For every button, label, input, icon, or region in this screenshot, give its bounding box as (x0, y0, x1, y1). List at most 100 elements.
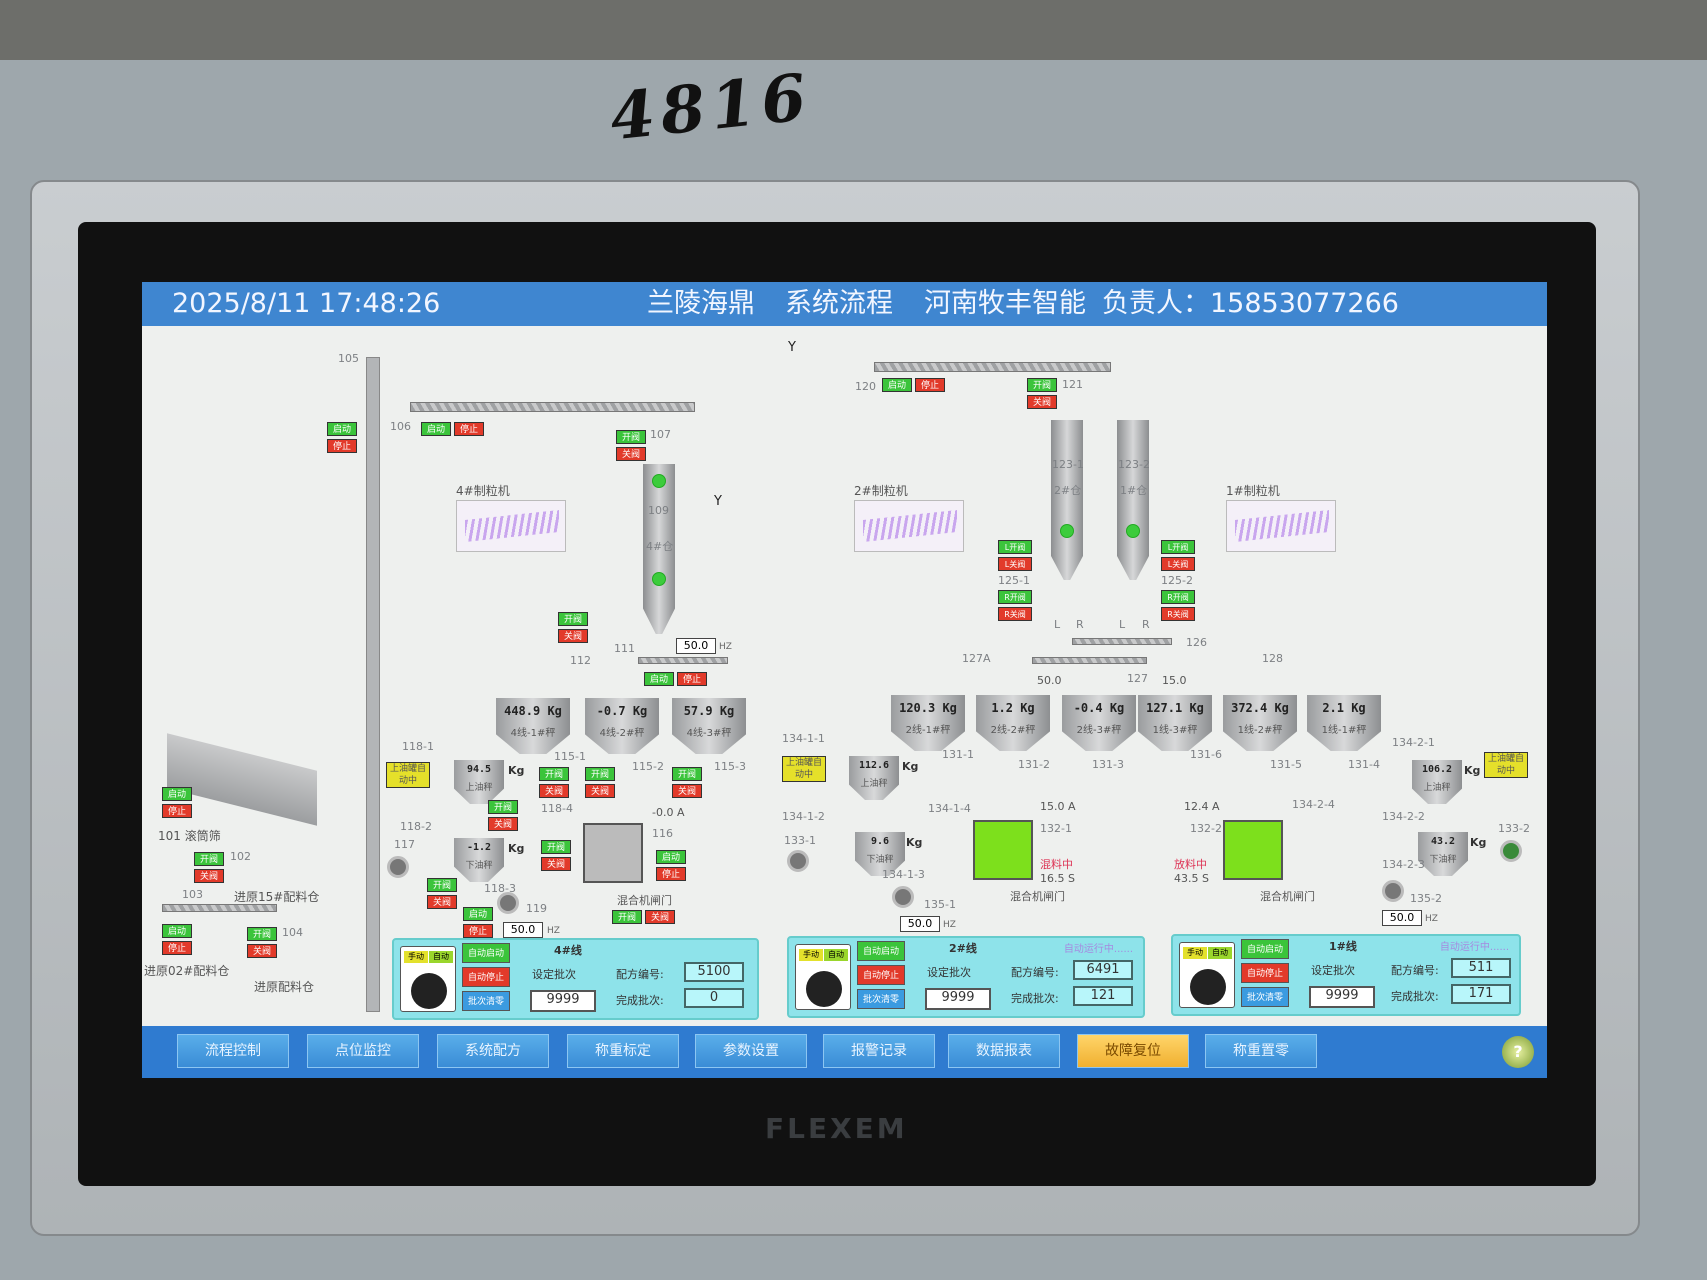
r-close-button-125-2[interactable]: R关阀 (1161, 607, 1195, 621)
stop-button-101[interactable]: 停止 (162, 804, 192, 818)
screw-conveyor-126[interactable] (1072, 638, 1172, 645)
hz-readout-119[interactable]: 50.0 (503, 922, 543, 938)
close-button-112[interactable]: 关阀 (558, 629, 588, 643)
l-close-button-125-1[interactable]: L关阀 (998, 557, 1032, 571)
pump-117[interactable] (387, 856, 409, 878)
nav-recipe[interactable]: 系统配方 (437, 1034, 549, 1068)
recipe-value-4[interactable]: 5100 (684, 962, 744, 982)
mode-switch-4[interactable]: 手动自动 (400, 946, 456, 1012)
open-button-107[interactable]: 开阀 (616, 430, 646, 444)
clear-batch-button-4[interactable]: 批次清零 (462, 991, 510, 1011)
start-button-103[interactable]: 启动 (162, 924, 192, 938)
close-button-115-1[interactable]: 关阀 (539, 784, 569, 798)
r-close-button-125-1[interactable]: R关阀 (998, 607, 1032, 621)
open-button-118-3[interactable]: 开阀 (427, 878, 457, 892)
close-button-118-4[interactable]: 关阀 (541, 857, 571, 871)
nav-fault-reset[interactable]: 故障复位 (1077, 1034, 1189, 1068)
pump-135-2[interactable] (1382, 880, 1404, 902)
auto-start-button-4[interactable]: 自动启动 (462, 943, 510, 963)
r-open-button-125-2[interactable]: R开阀 (1161, 590, 1195, 604)
close-button-121[interactable]: 关阀 (1027, 395, 1057, 409)
hz-readout-135-1[interactable]: 50.0 (900, 916, 940, 932)
start-button-105[interactable]: 启动 (327, 422, 357, 436)
l-close-button-125-2[interactable]: L关阀 (1161, 557, 1195, 571)
nav-weight-zero[interactable]: 称重置零 (1205, 1034, 1317, 1068)
mode-switch-1[interactable]: 手动自动 (1179, 942, 1235, 1008)
l-open-button-125-1[interactable]: L开阀 (998, 540, 1032, 554)
hz-readout-135-2[interactable]: 50.0 (1382, 910, 1422, 926)
stop-button-116[interactable]: 停止 (656, 867, 686, 881)
start-button-119[interactable]: 启动 (463, 907, 493, 921)
open-button-102[interactable]: 开阀 (194, 852, 224, 866)
r-open-button-125-1[interactable]: R开阀 (998, 590, 1032, 604)
stop-button-120[interactable]: 停止 (915, 378, 945, 392)
pump-133-1[interactable] (787, 850, 809, 872)
clear-batch-button-1[interactable]: 批次清零 (1241, 987, 1289, 1007)
stop-button-119[interactable]: 停止 (463, 924, 493, 938)
auto-stop-button-2[interactable]: 自动停止 (857, 965, 905, 985)
auto-start-button-1[interactable]: 自动启动 (1241, 939, 1289, 959)
close-button-107[interactable]: 关阀 (616, 447, 646, 461)
close-button-118-3[interactable]: 关阀 (427, 895, 457, 909)
recipe-value-2[interactable]: 6491 (1073, 960, 1133, 980)
screw-conveyor-120[interactable] (874, 362, 1111, 372)
open-button-112[interactable]: 开阀 (558, 612, 588, 626)
silo-2[interactable] (1051, 420, 1083, 580)
set-batches-input-1[interactable]: 9999 (1309, 986, 1375, 1008)
granulator-1[interactable] (1226, 500, 1336, 552)
silo-4[interactable] (643, 464, 675, 634)
close-button-gate-4[interactable]: 关阀 (645, 910, 675, 924)
close-button-118-2[interactable]: 关阀 (488, 817, 518, 831)
start-button-101[interactable]: 启动 (162, 787, 192, 801)
pump-119[interactable] (497, 892, 519, 914)
open-button-115-3[interactable]: 开阀 (672, 767, 702, 781)
clear-batch-button-2[interactable]: 批次清零 (857, 989, 905, 1009)
mode-switch-2[interactable]: 手动自动 (795, 944, 851, 1010)
stop-button-105[interactable]: 停止 (327, 439, 357, 453)
bucket-elevator-105[interactable] (366, 357, 380, 1012)
nav-parameters[interactable]: 参数设置 (695, 1034, 807, 1068)
start-button-106[interactable]: 启动 (421, 422, 451, 436)
close-button-102[interactable]: 关阀 (194, 869, 224, 883)
nav-point-monitor[interactable]: 点位监控 (307, 1034, 419, 1068)
hz-readout-111[interactable]: 50.0 (676, 638, 716, 654)
stop-button-103[interactable]: 停止 (162, 941, 192, 955)
silo-1[interactable] (1117, 420, 1149, 580)
hz-readout-127[interactable]: 15.0 (1162, 674, 1187, 687)
close-button-115-3[interactable]: 关阀 (672, 784, 702, 798)
granulator-2[interactable] (854, 500, 964, 552)
open-button-118-2[interactable]: 开阀 (488, 800, 518, 814)
mixer-132-2[interactable] (1223, 820, 1283, 880)
screw-conveyor-106[interactable] (410, 402, 695, 412)
auto-stop-button-4[interactable]: 自动停止 (462, 967, 510, 987)
screw-conveyor-127[interactable] (1032, 657, 1147, 664)
nav-reports[interactable]: 数据报表 (948, 1034, 1060, 1068)
nav-alarm-log[interactable]: 报警记录 (823, 1034, 935, 1068)
mixer-132-1[interactable] (973, 820, 1033, 880)
stop-button-111[interactable]: 停止 (677, 672, 707, 686)
open-button-115-1[interactable]: 开阀 (539, 767, 569, 781)
start-button-120[interactable]: 启动 (882, 378, 912, 392)
pump-133-2[interactable] (1500, 840, 1522, 862)
auto-stop-button-1[interactable]: 自动停止 (1241, 963, 1289, 983)
stop-button-106[interactable]: 停止 (454, 422, 484, 436)
open-button-gate-4[interactable]: 开阀 (612, 910, 642, 924)
set-batches-input-4[interactable]: 9999 (530, 990, 596, 1012)
pump-135-1[interactable] (892, 886, 914, 908)
open-button-104[interactable]: 开阀 (247, 927, 277, 941)
screw-conveyor-103[interactable] (162, 904, 277, 912)
set-batches-input-2[interactable]: 9999 (925, 988, 991, 1010)
open-button-118-4[interactable]: 开阀 (541, 840, 571, 854)
